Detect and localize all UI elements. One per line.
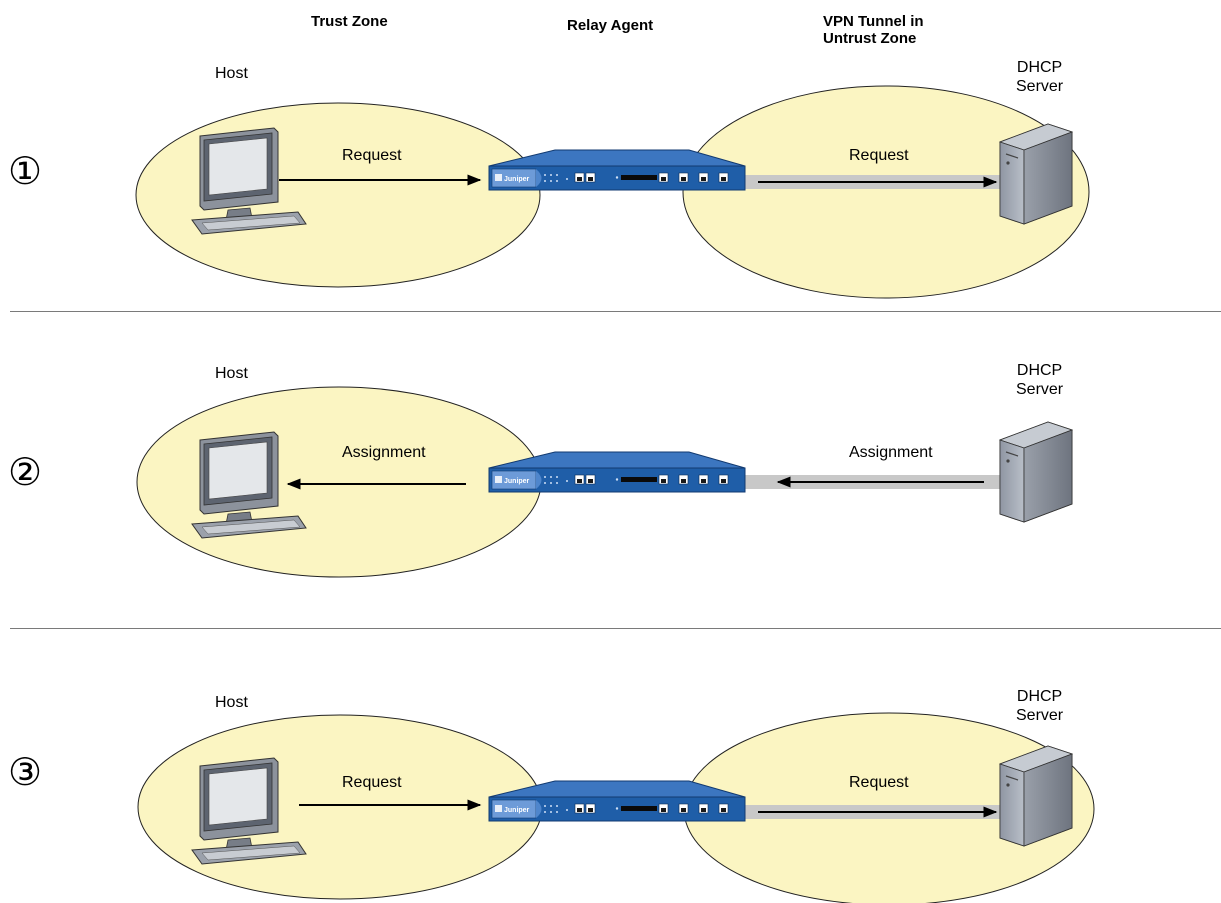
step-3-panel xyxy=(137,712,1095,903)
separator-line xyxy=(10,628,1221,629)
trust-zone-ellipse xyxy=(136,386,542,578)
step-number: ② xyxy=(8,450,43,494)
trust-zone-header: Trust Zone xyxy=(311,13,388,30)
dhcp-server-label: DHCP Server xyxy=(1016,362,1064,398)
right-message-label: Request xyxy=(849,147,909,164)
step-number: ① xyxy=(8,149,43,193)
dhcp-server-label: DHCP Server xyxy=(1016,688,1064,724)
dhcp-server-icon xyxy=(999,123,1073,225)
trust-zone-ellipse xyxy=(135,102,541,288)
dhcp-server-label: DHCP Server xyxy=(1016,59,1064,95)
host-label: Host xyxy=(215,365,248,382)
separator-line xyxy=(10,311,1221,312)
left-message-label: Request xyxy=(342,774,402,791)
dhcp-server-icon xyxy=(999,421,1073,523)
vpn-tunnel-header: VPN Tunnel in Untrust Zone xyxy=(823,13,924,47)
host-label: Host xyxy=(215,694,248,711)
trust-zone-ellipse xyxy=(137,714,543,900)
untrust-zone-ellipse xyxy=(682,85,1090,299)
left-message-label: Assignment xyxy=(342,444,426,461)
step-1-panel xyxy=(135,85,1090,299)
right-message-label: Assignment xyxy=(849,444,933,461)
relay-device-icon xyxy=(488,149,746,191)
relay-agent-header: Relay Agent xyxy=(567,17,654,34)
left-message-label: Request xyxy=(342,147,402,164)
step-2-panel xyxy=(136,386,1073,578)
right-message-label: Request xyxy=(849,774,909,791)
step-number: ③ xyxy=(8,750,43,794)
dhcp-server-icon xyxy=(999,745,1073,847)
host-label: Host xyxy=(215,65,248,82)
